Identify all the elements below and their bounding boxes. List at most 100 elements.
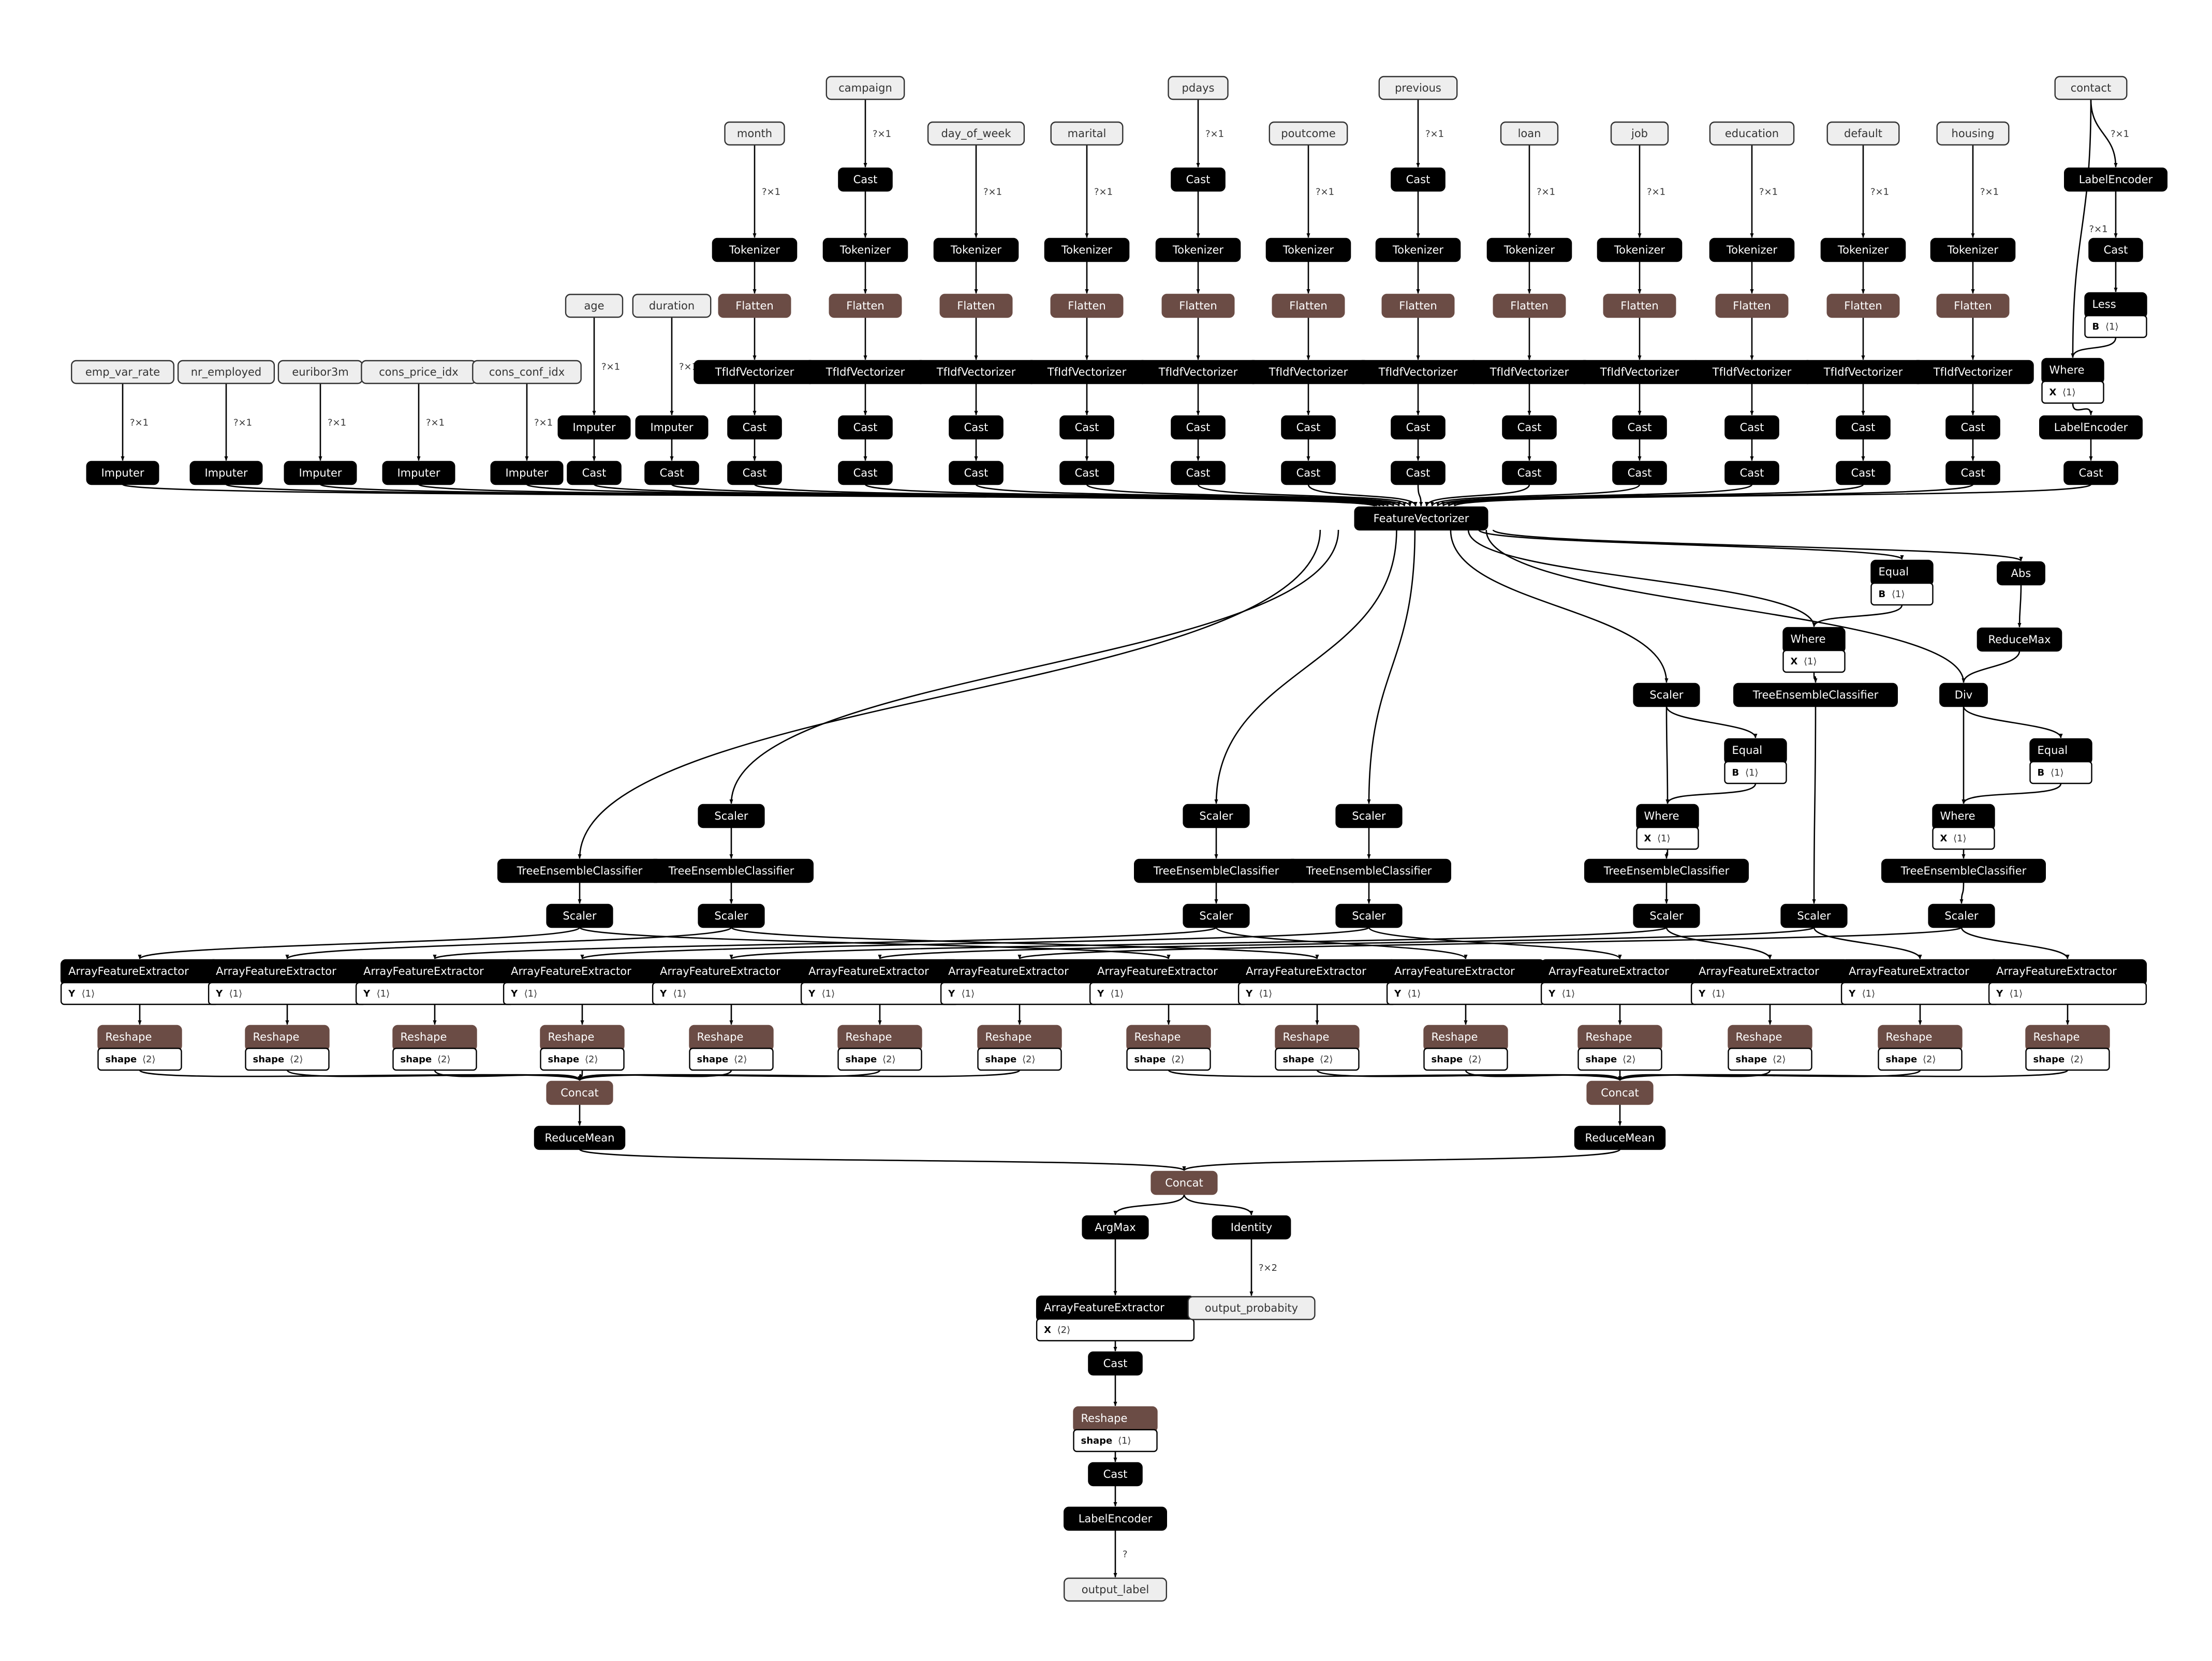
node-c2-default[interactable]: Cast: [1836, 461, 1891, 485]
node-tok-education[interactable]: Tokenizer: [1709, 238, 1795, 262]
node-default[interactable]: default: [1826, 121, 1900, 146]
node-c1-housing[interactable]: Cast: [1945, 415, 2000, 440]
node-fl-day[interactable]: Flatten: [939, 293, 1013, 318]
node-tec3[interactable]: TreeEnsembleClassifier: [1133, 858, 1299, 883]
node-tec5[interactable]: TreeEnsembleClassifier: [1584, 858, 1749, 883]
node-rmean-r[interactable]: ReduceMean: [1574, 1125, 1666, 1150]
node-fl-poutcome[interactable]: Flatten: [1272, 293, 1345, 318]
node-imp-dur[interactable]: Imputer: [635, 415, 709, 440]
node-output-label[interactable]: output_label: [1063, 1577, 1167, 1602]
node-sc5[interactable]: Scaler: [1633, 903, 1700, 928]
node-cast-pdays[interactable]: Cast: [1171, 167, 1226, 192]
node-c2-campaign[interactable]: Cast: [838, 461, 893, 485]
node-tf-month[interactable]: TfIdfVectorizer: [694, 360, 816, 384]
node-cast-c-contact[interactable]: Cast: [2063, 461, 2118, 485]
node-tok-day[interactable]: Tokenizer: [933, 238, 1019, 262]
node-rmean-l[interactable]: ReduceMean: [534, 1125, 626, 1150]
node-scaler-a[interactable]: Scaler: [698, 804, 765, 828]
node-argmax[interactable]: ArgMax: [1082, 1215, 1149, 1240]
node-nr-employed[interactable]: nr_employed: [177, 360, 275, 384]
node-c2-marital[interactable]: Cast: [1059, 461, 1114, 485]
node-c1-poutcome[interactable]: Cast: [1281, 415, 1336, 440]
node-tec4[interactable]: TreeEnsembleClassifier: [1286, 858, 1451, 883]
node-tf-previous[interactable]: TfIdfVectorizer: [1357, 360, 1479, 384]
node-campaign[interactable]: campaign: [825, 76, 905, 100]
node-c2-job[interactable]: Cast: [1612, 461, 1667, 485]
node-marital[interactable]: marital: [1050, 121, 1124, 146]
node-emp-var-rate[interactable]: emp_var_rate: [70, 360, 175, 384]
node-c2-previous[interactable]: Cast: [1391, 461, 1446, 485]
node-tf-campaign[interactable]: TfIdfVectorizer: [804, 360, 926, 384]
node-labelenc-contact[interactable]: LabelEncoder: [2063, 167, 2167, 192]
node-c2-loan[interactable]: Cast: [1502, 461, 1557, 485]
node-imp-emp[interactable]: Imputer: [86, 461, 159, 485]
node-fl-marital[interactable]: Flatten: [1050, 293, 1124, 318]
node-day-of-week[interactable]: day_of_week: [927, 121, 1025, 146]
node-imp-eur[interactable]: Imputer: [284, 461, 357, 485]
node-fl-month[interactable]: Flatten: [718, 293, 791, 318]
node-cast-previous[interactable]: Cast: [1391, 167, 1446, 192]
node-c2-pdays[interactable]: Cast: [1171, 461, 1226, 485]
node-c2-day[interactable]: Cast: [949, 461, 1004, 485]
node-sc7[interactable]: Scaler: [1928, 903, 1995, 928]
node-c1-job[interactable]: Cast: [1612, 415, 1667, 440]
node-c2-housing[interactable]: Cast: [1945, 461, 2000, 485]
node-concat-r[interactable]: Concat: [1586, 1080, 1654, 1105]
node-tf-marital[interactable]: TfIdfVectorizer: [1026, 360, 1148, 384]
node-c1-loan[interactable]: Cast: [1502, 415, 1557, 440]
node-contact[interactable]: contact: [2054, 76, 2128, 100]
node-sc6[interactable]: Scaler: [1780, 903, 1848, 928]
node-labelenc2-contact[interactable]: LabelEncoder: [2039, 415, 2143, 440]
node-poutcome[interactable]: poutcome: [1269, 121, 1348, 146]
node-job[interactable]: job: [1610, 121, 1669, 146]
node-c1-previous[interactable]: Cast: [1391, 415, 1446, 440]
node-education[interactable]: education: [1709, 121, 1795, 146]
node-fl-job[interactable]: Flatten: [1603, 293, 1676, 318]
node-c1-campaign[interactable]: Cast: [838, 415, 893, 440]
node-tf-housing[interactable]: TfIdfVectorizer: [1912, 360, 2034, 384]
node-fl-campaign[interactable]: Flatten: [829, 293, 902, 318]
node-tok-housing[interactable]: Tokenizer: [1930, 238, 2016, 262]
node-fl-default[interactable]: Flatten: [1826, 293, 1900, 318]
node-fl-pdays[interactable]: Flatten: [1161, 293, 1235, 318]
node-imp-nr[interactable]: Imputer: [189, 461, 263, 485]
node-tec1[interactable]: TreeEnsembleClassifier: [497, 858, 662, 883]
node-concat-f[interactable]: Concat: [1151, 1170, 1218, 1195]
node-c1-education[interactable]: Cast: [1724, 415, 1779, 440]
node-fl-loan[interactable]: Flatten: [1493, 293, 1566, 318]
node-c2-poutcome[interactable]: Cast: [1281, 461, 1336, 485]
node-tok-pdays[interactable]: Tokenizer: [1155, 238, 1241, 262]
node-tok-month[interactable]: Tokenizer: [712, 238, 798, 262]
node-tok-job[interactable]: Tokenizer: [1597, 238, 1683, 262]
node-c1-day[interactable]: Cast: [949, 415, 1004, 440]
node-cons-price-idx[interactable]: cons_price_idx: [361, 360, 477, 384]
node-fl-education[interactable]: Flatten: [1715, 293, 1789, 318]
node-labelenc-f[interactable]: LabelEncoder: [1063, 1506, 1167, 1531]
node-cast-campaign[interactable]: Cast: [838, 167, 893, 192]
node-previous[interactable]: previous: [1378, 76, 1458, 100]
